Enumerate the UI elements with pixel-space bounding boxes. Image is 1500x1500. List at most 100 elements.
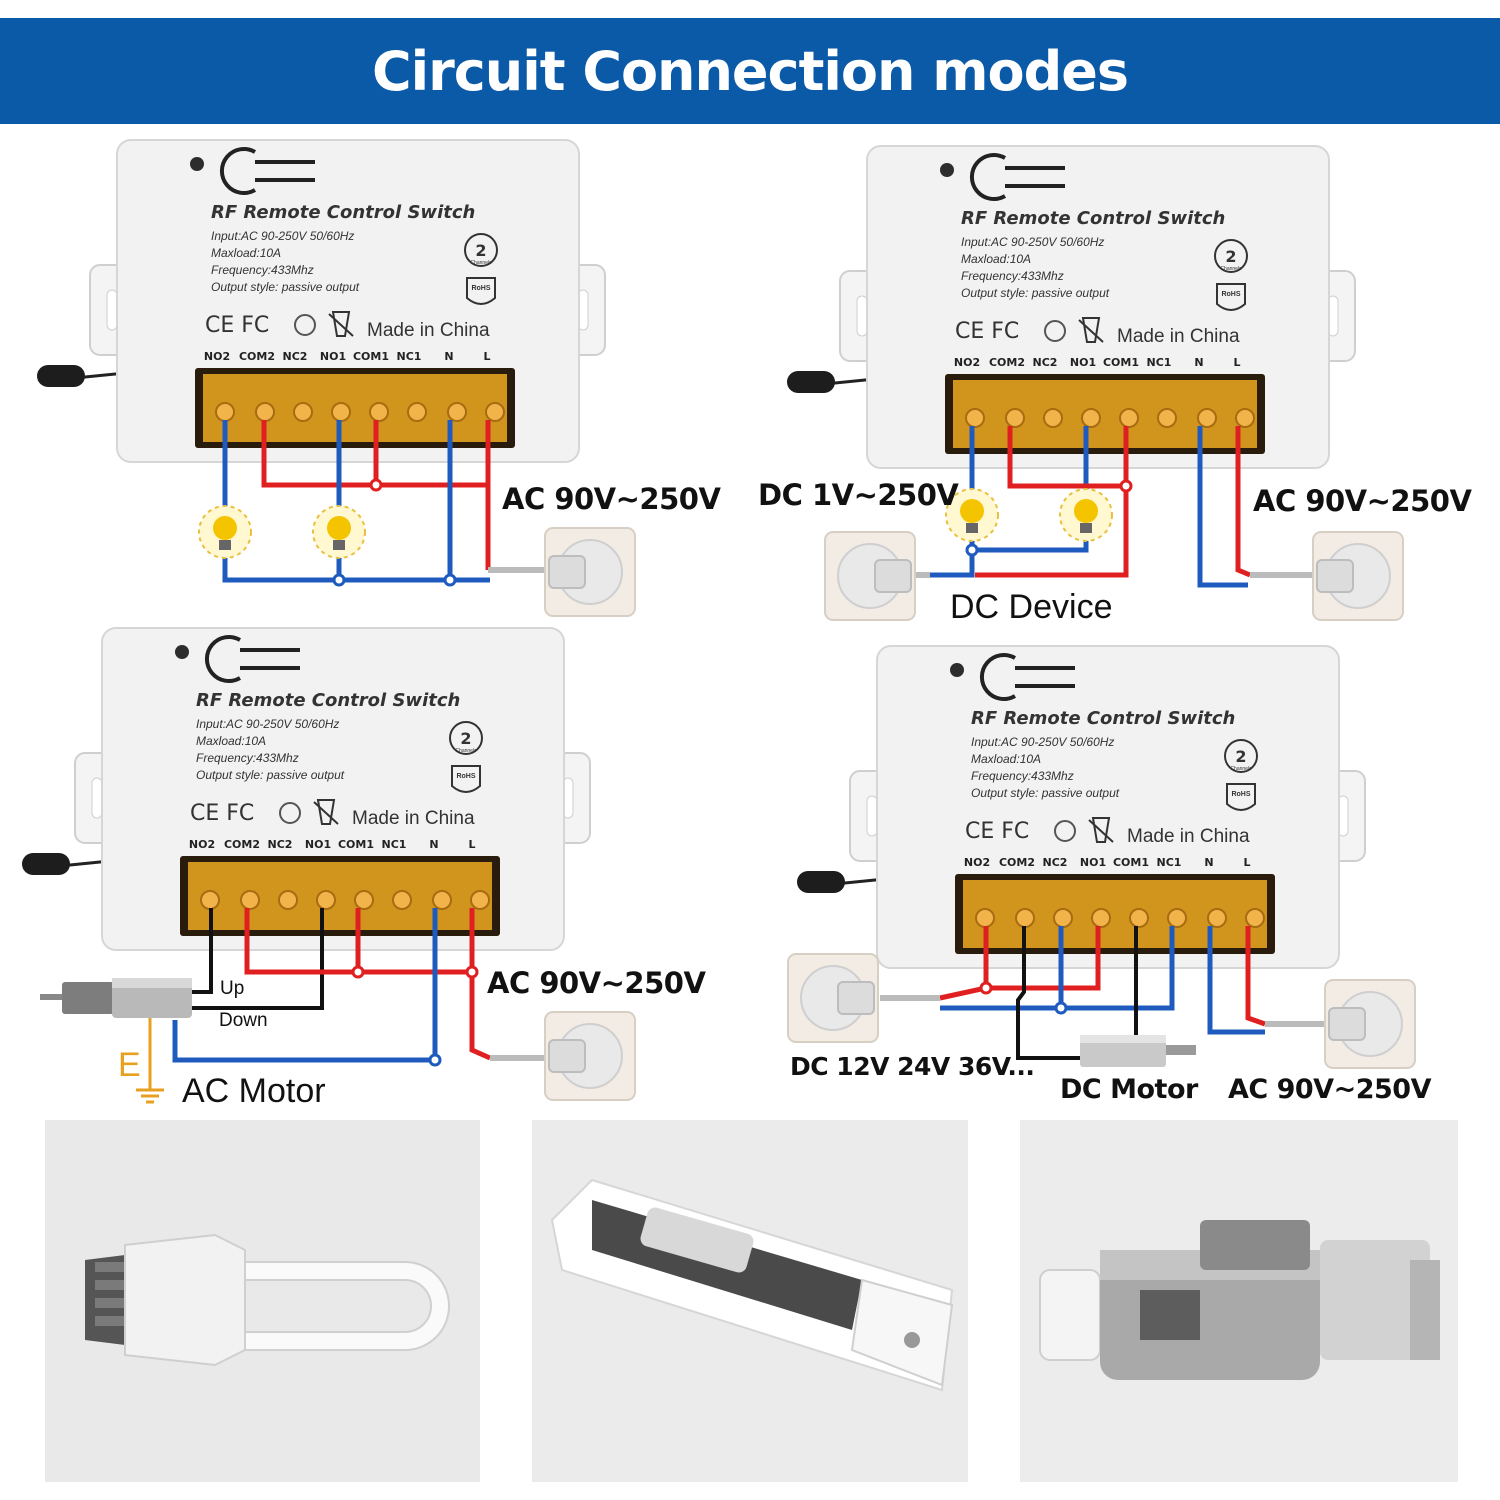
terminal-label: COM2 [999, 856, 1035, 869]
brand-logo-icon [979, 653, 1075, 701]
svg-text:Made in China: Made in China [1127, 826, 1250, 847]
terminal-label: NC2 [268, 838, 293, 851]
terminal-label: L [483, 350, 490, 363]
dc-device-label: DC Device [950, 588, 1113, 626]
terminal-label: NC1 [1147, 356, 1172, 369]
bulb-icon [198, 505, 252, 559]
curtain-motor-icon [532, 1120, 968, 1482]
terminal-label: L [1233, 356, 1240, 369]
wall-socket-plug-icon [1312, 531, 1404, 621]
svg-text:RoHS: RoHS [471, 285, 490, 292]
terminal-label: COM1 [338, 838, 374, 851]
svg-text:Channels: Channels [470, 260, 492, 266]
led-icon [940, 163, 954, 177]
dc-motor-icon [1080, 1035, 1196, 1067]
photo-roller-motor [1020, 1120, 1458, 1482]
terminal-label: NC2 [283, 350, 308, 363]
terminal-label: NO2 [964, 856, 990, 869]
terminal-label: NC1 [1157, 856, 1182, 869]
terminal-label: NC1 [397, 350, 422, 363]
svg-text:RoHS: RoHS [456, 773, 475, 780]
dc-supply-label: DC 1V~250V [758, 478, 959, 512]
ac-supply-label: AC 90V~250V [1253, 484, 1472, 518]
svg-text:Output style: passive output: Output style: passive output [196, 768, 345, 782]
svg-text:Maxload:10A: Maxload:10A [971, 752, 1041, 766]
wires [890, 426, 1315, 588]
svg-text:2: 2 [460, 729, 471, 748]
brand-logo-icon [219, 147, 315, 195]
wires [136, 908, 545, 1104]
svg-text:Output style: passive output: Output style: passive output [211, 280, 360, 294]
down-label: Down [219, 1010, 268, 1031]
wall-socket-plug-icon [544, 1011, 636, 1101]
bulb-icon [945, 488, 999, 542]
svg-text:Channels: Channels [1220, 266, 1242, 272]
terminal-label: COM1 [353, 350, 389, 363]
brand-logo-icon [204, 635, 300, 683]
svg-text:RF Remote Control Switch: RF Remote Control Switch [971, 708, 1235, 729]
svg-text:Made in China: Made in China [1117, 326, 1240, 347]
terminal-label: N [444, 350, 453, 363]
brand-logo-icon [969, 153, 1065, 201]
terminal-label: L [468, 838, 475, 851]
ac-motor-icon [40, 978, 192, 1018]
svg-text:Input:AC 90-250V 50/60Hz: Input:AC 90-250V 50/60Hz [971, 735, 1114, 749]
cfl-bulb-icon [45, 1120, 480, 1482]
terminal-label: NO1 [1080, 856, 1106, 869]
bulb-icon [1059, 488, 1113, 542]
terminal-label: COM2 [224, 838, 260, 851]
wall-socket-plug-icon [787, 953, 879, 1043]
terminal-label: N [429, 838, 438, 851]
svg-text:2: 2 [475, 241, 486, 260]
terminal-label: NO1 [305, 838, 331, 851]
terminal-label: COM1 [1113, 856, 1149, 869]
dc-motor-label: DC Motor [1060, 1074, 1198, 1105]
svg-text:RF Remote Control Switch: RF Remote Control Switch [196, 690, 460, 711]
svg-text:Made in China: Made in China [352, 808, 475, 829]
terminal-label: N [1204, 856, 1213, 869]
earth-label: E [118, 1046, 141, 1084]
svg-text:RF Remote Control Switch: RF Remote Control Switch [211, 202, 475, 223]
svg-text:2: 2 [1235, 747, 1246, 766]
roller-motor-icon [1020, 1120, 1458, 1482]
terminal-label: NC2 [1033, 356, 1058, 369]
supply-label: AC 90V~250V [487, 966, 706, 1000]
svg-text:CE FC: CE FC [190, 801, 254, 826]
svg-text:Output style: passive output: Output style: passive output [961, 286, 1110, 300]
svg-text:Channels: Channels [455, 748, 477, 754]
svg-text:CE FC: CE FC [205, 313, 269, 338]
wall-socket-plug-icon [544, 527, 636, 617]
svg-text:CE FC: CE FC [965, 819, 1029, 844]
terminal-label: COM1 [1103, 356, 1139, 369]
svg-text:Channels: Channels [1230, 766, 1252, 772]
svg-text:Maxload:10A: Maxload:10A [211, 246, 281, 260]
svg-text:Frequency:433Mhz: Frequency:433Mhz [196, 751, 299, 765]
wall-socket-plug-icon [824, 531, 916, 621]
terminal-label: L [1243, 856, 1250, 869]
svg-text:Maxload:10A: Maxload:10A [961, 252, 1031, 266]
svg-text:Input:AC 90-250V 50/60Hz: Input:AC 90-250V 50/60Hz [211, 229, 354, 243]
header-banner: Circuit Connection modes [0, 18, 1500, 124]
dc-supply-label: DC 12V 24V 36V... [790, 1052, 1035, 1081]
svg-text:Frequency:433Mhz: Frequency:433Mhz [971, 769, 1074, 783]
led-icon [950, 663, 964, 677]
up-label: Up [220, 978, 245, 999]
terminal-label: NO1 [1070, 356, 1096, 369]
photo-curtain-motor [532, 1120, 968, 1482]
led-icon [175, 645, 189, 659]
svg-text:Output style: passive output: Output style: passive output [971, 786, 1120, 800]
svg-text:RoHS: RoHS [1221, 291, 1240, 298]
terminal-label: NC2 [1043, 856, 1068, 869]
svg-text:Made in China: Made in China [367, 320, 490, 341]
